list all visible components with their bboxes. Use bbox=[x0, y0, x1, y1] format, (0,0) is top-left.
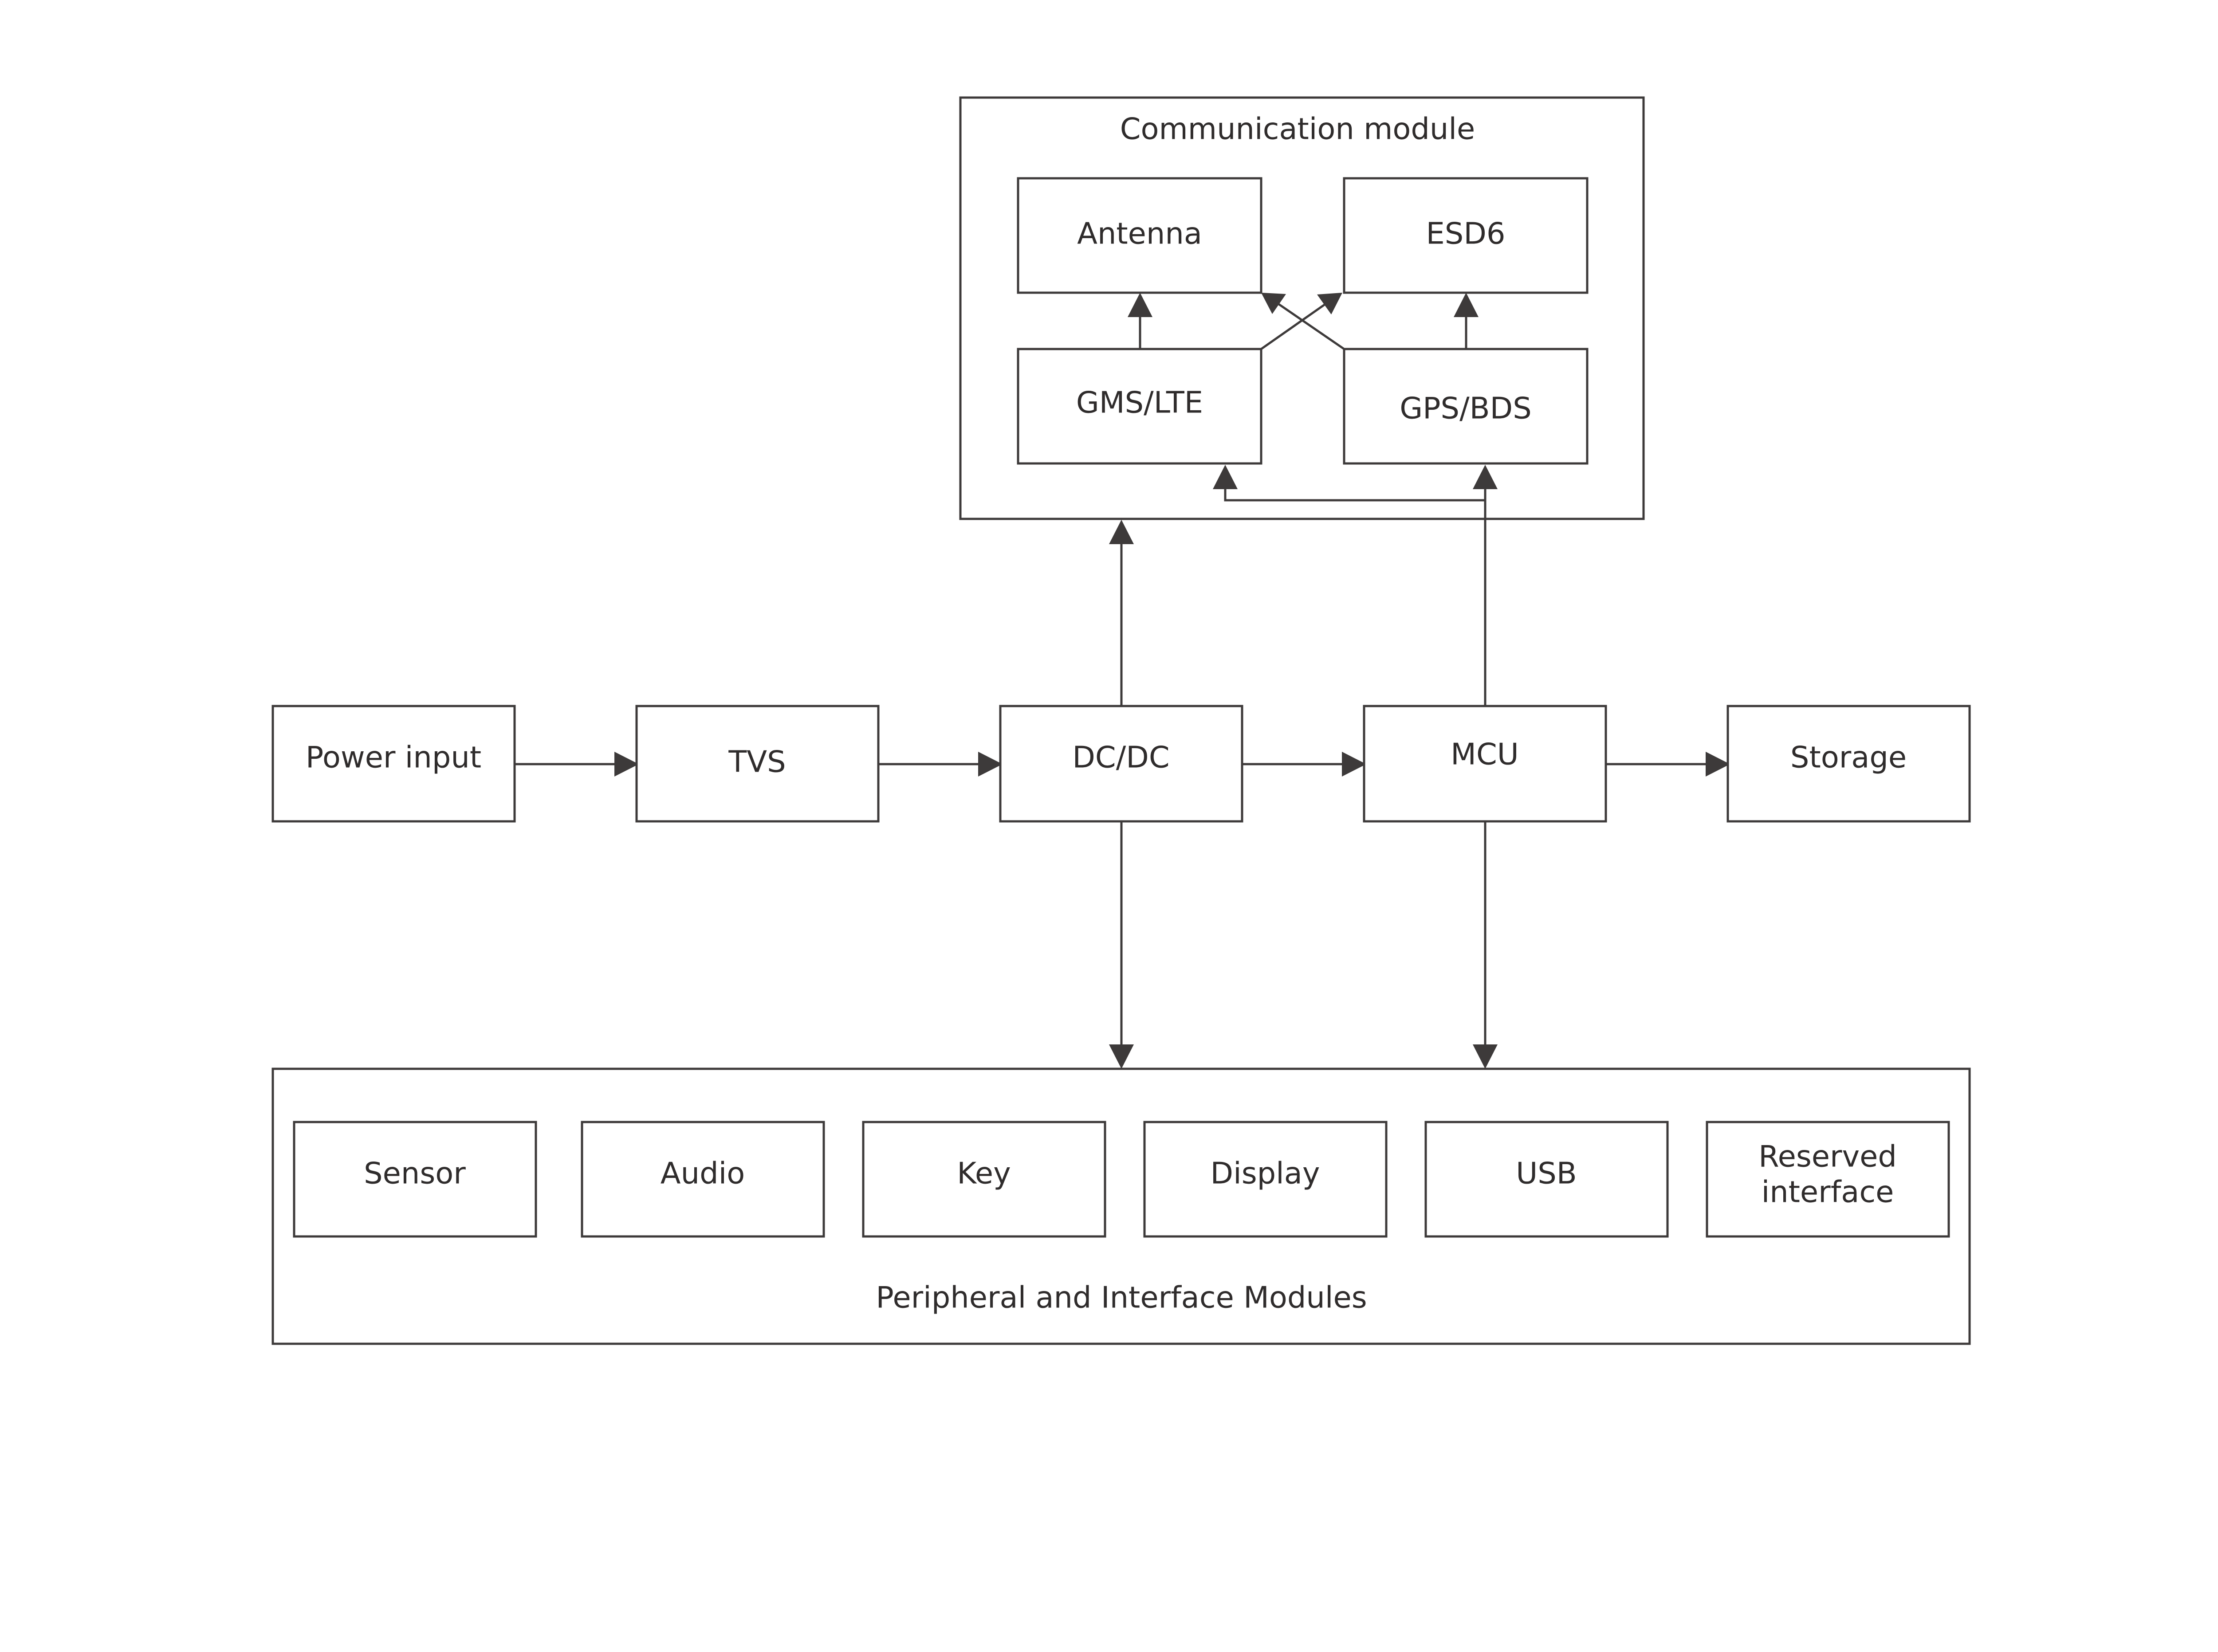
arrowhead-dcdc bbox=[978, 752, 1003, 777]
arrowhead-peripheral-mcu bbox=[1473, 1044, 1498, 1069]
reserved-interface-label-line1: Reserved bbox=[1758, 1139, 1897, 1174]
arrowhead-storage bbox=[1706, 752, 1730, 777]
gms-lte-label: GMS/LTE bbox=[1076, 385, 1203, 420]
antenna-label: Antenna bbox=[1077, 216, 1202, 251]
block-gps-bds: GPS/BDS bbox=[1343, 348, 1589, 465]
block-storage: Storage bbox=[1726, 705, 1971, 823]
audio-label: Audio bbox=[661, 1156, 745, 1191]
arrowhead-esd6-diagonal bbox=[1317, 293, 1342, 314]
mcu-label: MCU bbox=[1451, 737, 1519, 772]
block-power-input: Power input bbox=[271, 705, 516, 823]
arrowhead-antenna-diagonal bbox=[1261, 293, 1286, 314]
block-gms-lte: GMS/LTE bbox=[1017, 348, 1262, 465]
sensor-label: Sensor bbox=[364, 1156, 466, 1191]
peripheral-modules-group bbox=[271, 1067, 1971, 1345]
block-key: Key bbox=[862, 1121, 1106, 1238]
arrowhead-gps-bds bbox=[1473, 465, 1498, 489]
arrowhead-gms-lte bbox=[1213, 465, 1238, 489]
communication-module-title: Communication module bbox=[1120, 112, 1475, 146]
arrowhead-peripheral-dcdc bbox=[1109, 1044, 1134, 1069]
power-input-label: Power input bbox=[306, 740, 481, 775]
storage-label: Storage bbox=[1790, 740, 1907, 775]
block-dcdc: DC/DC bbox=[999, 705, 1243, 823]
block-display: Display bbox=[1143, 1121, 1388, 1238]
block-audio: Audio bbox=[581, 1121, 825, 1238]
display-label: Display bbox=[1211, 1156, 1320, 1191]
key-label: Key bbox=[957, 1156, 1011, 1191]
block-esd6: ESD6 bbox=[1343, 177, 1589, 294]
arrowhead-antenna bbox=[1128, 293, 1152, 317]
peripheral-modules-title: Peripheral and Interface Modules bbox=[876, 1280, 1367, 1315]
esd6-label: ESD6 bbox=[1426, 216, 1505, 251]
arrowhead-tvs bbox=[614, 752, 639, 777]
block-sensor: Sensor bbox=[293, 1121, 537, 1238]
usb-label: USB bbox=[1516, 1156, 1577, 1191]
communication-module-group bbox=[959, 96, 1645, 520]
tvs-label: TVS bbox=[728, 745, 786, 779]
block-mcu: MCU bbox=[1363, 705, 1607, 823]
gps-bds-label: GPS/BDS bbox=[1400, 391, 1532, 426]
block-reserved-interface: Reserved interface bbox=[1706, 1121, 1950, 1238]
dcdc-label: DC/DC bbox=[1072, 740, 1169, 775]
wire-mcu-to-gms bbox=[1224, 488, 1487, 506]
block-tvs: TVS bbox=[635, 705, 880, 823]
reserved-interface-label-line2: interface bbox=[1762, 1175, 1894, 1209]
wire-gms-to-esd6 bbox=[1260, 302, 1327, 350]
wire-gps-to-antenna bbox=[1277, 302, 1345, 350]
block-antenna: Antenna bbox=[1017, 177, 1262, 294]
arrowhead-mcu bbox=[1342, 752, 1366, 777]
arrowhead-esd6 bbox=[1454, 293, 1479, 317]
arrowhead-comm-module bbox=[1109, 520, 1134, 544]
block-usb: USB bbox=[1424, 1121, 1669, 1238]
